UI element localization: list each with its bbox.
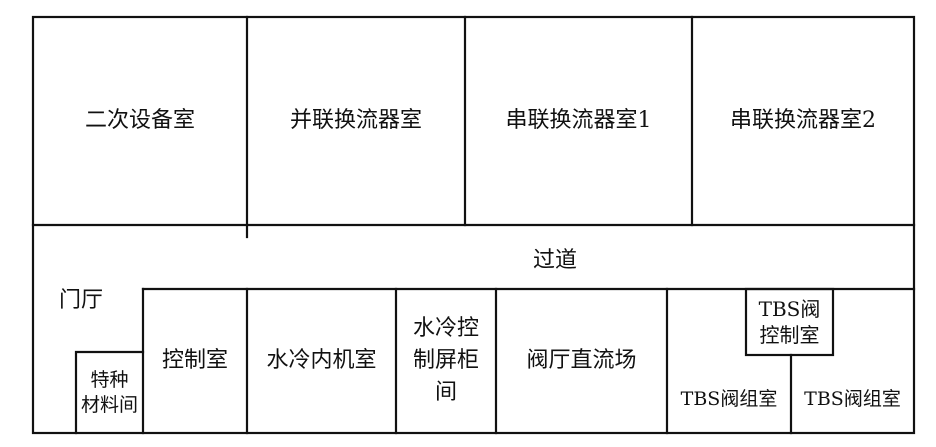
room-tbs-valve-group-2: TBS阀组室 <box>804 388 901 411</box>
room-control: 控制室 <box>161 348 228 374</box>
lobby-label: 门厅 <box>58 288 103 314</box>
room-series-converter-2: 串联换流器室2 <box>730 108 876 134</box>
room-water-cooling-panel: 水冷控 制屏柜 间 <box>412 316 479 405</box>
wall-special-materials <box>74 350 145 435</box>
corridor-label: 过道 <box>532 248 577 274</box>
room-water-cooling-indoor: 水冷内机室 <box>266 348 377 374</box>
room-secondary-equipment: 二次设备室 <box>84 108 195 134</box>
room-series-converter-1: 串联换流器室1 <box>505 108 652 134</box>
room-special-materials: 特种 材料间 <box>80 368 138 416</box>
room-parallel-converter: 并联换流器室 <box>289 108 422 134</box>
room-tbs-valve-control: TBS阀 控制室 <box>758 297 821 347</box>
wall-tbs-control <box>744 287 835 357</box>
room-valve-hall-dc-yard: 阀厅直流场 <box>526 348 637 374</box>
room-tbs-valve-group-1: TBS阀组室 <box>680 388 778 411</box>
